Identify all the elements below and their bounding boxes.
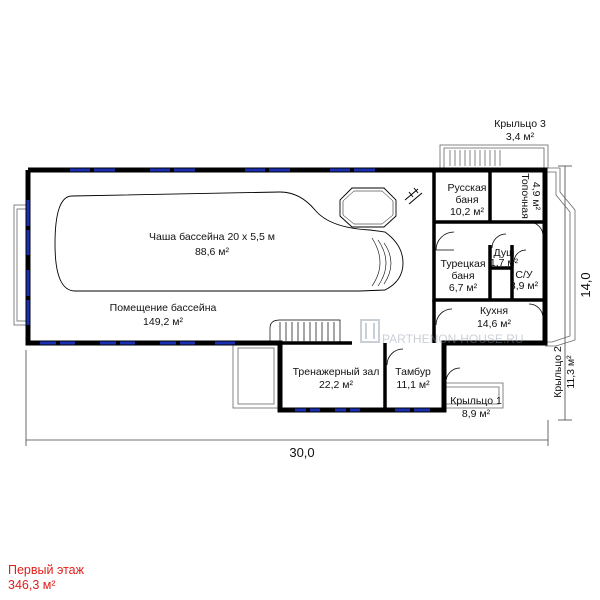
wc-area: 3,9 м²: [510, 280, 539, 292]
turkish-bath-area: 6,7 м²: [449, 282, 478, 294]
interior-walls: [280, 170, 545, 410]
russian-bath-area: 10,2 м²: [450, 206, 485, 218]
russian-bath-name-1: Русская: [448, 182, 487, 194]
doors: [386, 221, 544, 383]
pool-bowl-outline: [54, 191, 404, 292]
turkish-bath-name-1: Турецкая: [441, 258, 486, 270]
width-dimension: 30,0: [289, 445, 314, 460]
floor-area: 346,3 м²: [8, 578, 56, 592]
pool-bowl-steps: [371, 237, 392, 287]
gym-name: Тренажерный зал: [293, 366, 380, 378]
vestibule-name: Тамбур: [395, 366, 431, 378]
pool-room-name: Помещение бассейна: [110, 302, 217, 314]
gym-area: 22,2 м²: [319, 379, 354, 391]
kitchen-area: 14,6 м²: [477, 318, 512, 330]
pool-room-area: 149,2 м²: [143, 316, 183, 328]
pool-ladder-icon: [404, 187, 423, 205]
porch-3-area: 3,4 м²: [506, 131, 535, 143]
floor-title-block: Первый этаж 346,3 м²: [8, 563, 84, 593]
window-mullions: [26, 168, 414, 412]
porch-1-area: 8,9 м²: [462, 408, 491, 420]
furnace-area: 4,9 м²: [530, 182, 542, 211]
shower-name: Душ: [493, 247, 514, 259]
turkish-bath-name-2: баня: [451, 270, 474, 282]
watermark: PARTHENON-HOUSE.RU: [360, 319, 524, 346]
watermark-text: PARTHENON-HOUSE.RU: [382, 332, 524, 346]
pool-bowl-area: 88,6 м²: [195, 246, 230, 258]
porch-2-area: 11,3 м²: [565, 355, 577, 389]
pool-bowl-name: Чаша бассейна 20 х 5,5 м: [149, 231, 275, 243]
shower-area: 1,7 м²: [490, 257, 519, 269]
floor-title: Первый этаж: [8, 563, 84, 577]
porch-1-name: Крыльцо 1: [450, 395, 502, 407]
porch-2-name: Крыльцо 2: [552, 346, 564, 398]
wc-name: С/У: [515, 269, 533, 281]
kitchen-name: Кухня: [480, 305, 508, 317]
jacuzzi-inner: [342, 190, 394, 225]
russian-bath-name-2: баня: [455, 194, 478, 206]
depth-dimension: 14,0: [578, 272, 593, 297]
porch-3-name: Крыльцо 3: [494, 118, 546, 130]
dimension-lines: [25, 165, 572, 446]
furnace-name: Топочная: [519, 173, 531, 219]
pool-steps: [269, 319, 341, 342]
jacuzzi: [339, 187, 397, 228]
vestibule-area: 11,1 м²: [396, 379, 430, 391]
porch-3-steps: [449, 150, 501, 166]
